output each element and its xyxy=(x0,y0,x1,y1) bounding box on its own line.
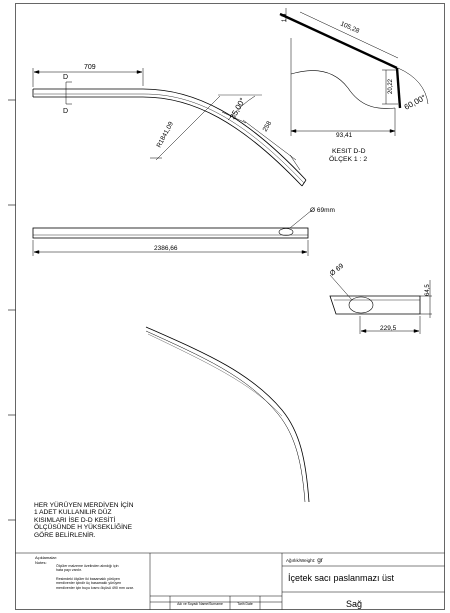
title-block-description-header: Açıklamalar: Notes: xyxy=(35,555,58,565)
section-caption: KESIT D-D xyxy=(332,148,366,155)
dim-1-5: 1,5 xyxy=(282,13,288,22)
note-line: 1 ADET KULLANILIR DÜZ xyxy=(34,509,112,517)
dim-radius: R1841,09 xyxy=(156,120,176,149)
title-block-note-2: Resimdeki ölçüler iki basamaklı yürüyen … xyxy=(56,577,134,590)
weight-value: gr xyxy=(317,557,323,564)
dim-258: 258 xyxy=(262,120,274,133)
angle-35-arc xyxy=(227,95,256,121)
dim-angle-35: 35,00° xyxy=(228,96,247,121)
drawing-part-name: Sağ xyxy=(346,599,363,609)
section-mark-upper: D xyxy=(63,74,68,81)
description-label: Açıklamalar: xyxy=(35,555,58,560)
title-block-note-1: Ölçüler malzeme özelinden alındığı için … xyxy=(56,564,119,573)
dim-hole-69: Ø 69 xyxy=(329,263,345,278)
dim-105-28: 105,28 xyxy=(339,20,360,35)
detail-view-dims xyxy=(329,274,432,334)
section-cut-line xyxy=(65,81,72,105)
dim-93-41: 93,41 xyxy=(336,132,353,139)
title-block-lines xyxy=(15,552,445,610)
section-mark-lower: D xyxy=(63,108,68,115)
radius-leader xyxy=(150,95,221,161)
section-dims xyxy=(285,8,429,133)
note-line: KISIMLARI İSE D-D KESİTİ xyxy=(34,516,116,524)
detail-view-profile xyxy=(329,295,421,315)
notes-label: Notes: xyxy=(35,559,47,565)
weight-field: Ağırlık/Weight:gr xyxy=(286,557,323,564)
drawing-title: İçetek sacı paslanmazı üst xyxy=(288,573,395,583)
weight-label: Ağırlık/Weight: xyxy=(286,558,316,563)
dim-229-5: 229,5 xyxy=(380,325,397,332)
section-scale: ÖLÇEK 1 : 2 xyxy=(329,155,367,163)
note-line: HER YÜRÜYEN MERDİVEN İÇİN xyxy=(34,502,134,509)
note-line: ÖLÇÜSÜNDE H YÜKSEKLİĞİNE xyxy=(34,524,133,532)
dim-709: 709 xyxy=(84,64,96,71)
column-drawn-by: Adı ve Soyadı Name/Surname xyxy=(177,602,223,606)
section-profile xyxy=(279,12,402,136)
front-view-profile xyxy=(32,227,309,239)
dim-20-22: 20,22 xyxy=(388,78,394,94)
assembly-note: HER YÜRÜYEN MERDİVEN İÇİN 1 ADET KULLANI… xyxy=(34,502,164,539)
dim-258-lines xyxy=(221,111,301,171)
dim-hole-69mm: Ø 69mm xyxy=(310,207,335,214)
dim-709-lines xyxy=(32,68,144,87)
top-view-profile xyxy=(32,88,307,187)
note-line: GÖRE BELİRLENİR. xyxy=(34,531,96,539)
front-view-dims xyxy=(32,209,313,256)
dim-2386-66: 2386,66 xyxy=(154,245,178,252)
column-date: Tarih Date xyxy=(237,602,253,606)
isometric-view-profile xyxy=(145,326,310,503)
dim-64-5: 64,5 xyxy=(425,284,431,296)
dim-60-angle: 60,00° xyxy=(403,93,428,112)
